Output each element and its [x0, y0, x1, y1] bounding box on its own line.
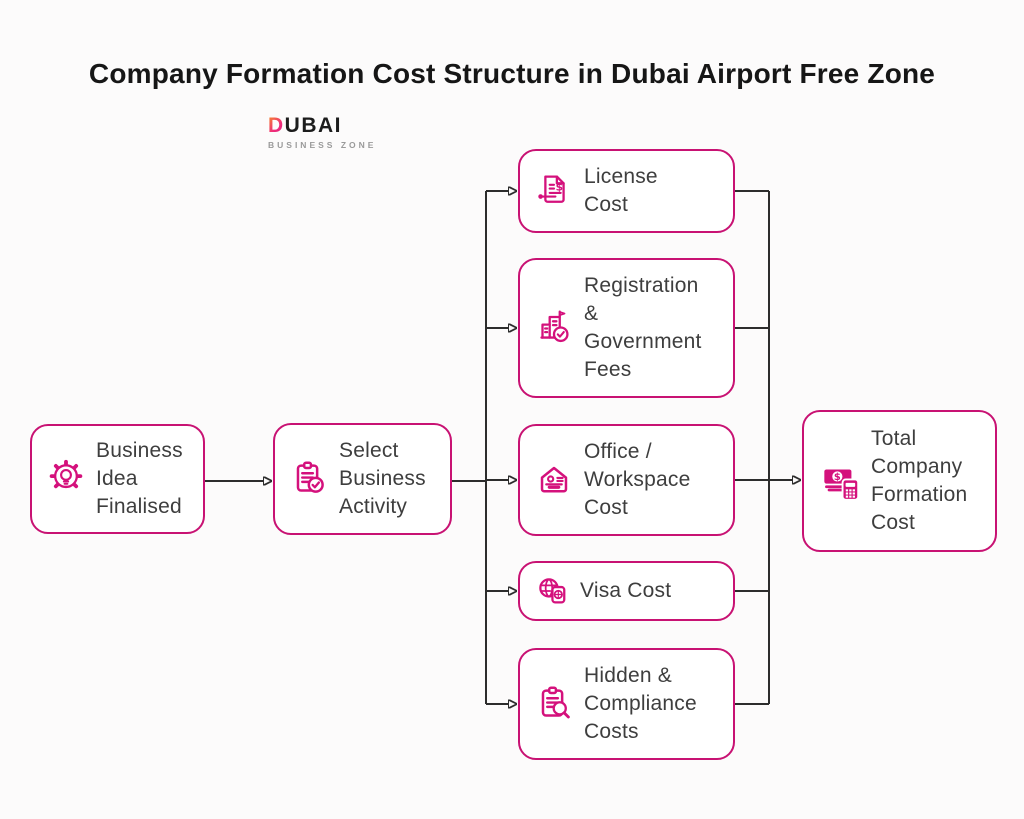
money-calculator-icon: $ — [824, 469, 860, 501]
node-license-cost: $ License Cost — [518, 149, 735, 233]
svg-text:$: $ — [834, 472, 841, 483]
home-office-icon — [540, 466, 568, 493]
brand-logo-tagline: BUSINESS ZONE — [268, 140, 377, 151]
node-hidden-costs: Hidden & Compliance Costs — [518, 648, 735, 760]
globe-passport-icon — [539, 578, 566, 604]
clipboard-check-icon — [296, 461, 324, 493]
node-label: Registration & Government Fees — [584, 274, 702, 381]
node-visa-cost: Visa Cost — [518, 561, 735, 621]
node-office-cost: Office / Workspace Cost — [518, 424, 735, 536]
brand-logo-rest: UBAI — [284, 114, 343, 137]
node-label: Select Business Activity — [339, 439, 426, 518]
brand-logo-wordmark: DUBAI — [268, 114, 376, 137]
brand-logo: DUBAI BUSINESS ZONE — [268, 114, 376, 150]
brand-logo-letter-d: D — [268, 114, 285, 137]
node-registration-fees: Registration & Government Fees — [518, 258, 735, 398]
invoice-dollar-icon: $ — [538, 175, 565, 203]
node-label: Total Company Formation Cost — [871, 427, 968, 534]
node-label: Visa Cost — [580, 579, 672, 602]
node-label: License Cost — [584, 165, 658, 216]
svg-text:$: $ — [556, 182, 563, 194]
node-select-activity: Select Business Activity — [273, 423, 452, 535]
node-business-idea: Business Idea Finalised — [30, 424, 205, 534]
page-title: Company Formation Cost Structure in Duba… — [88, 58, 936, 89]
building-check-icon — [540, 310, 569, 343]
clipboard-search-icon — [541, 686, 570, 719]
gear-lightbulb-icon — [49, 459, 83, 489]
node-label: Office / Workspace Cost — [584, 440, 691, 519]
node-total-cost: $ Total Company Formation Cost — [802, 410, 997, 552]
node-label: Hidden & Compliance Costs — [584, 664, 697, 743]
node-label: Business Idea Finalised — [96, 439, 183, 518]
